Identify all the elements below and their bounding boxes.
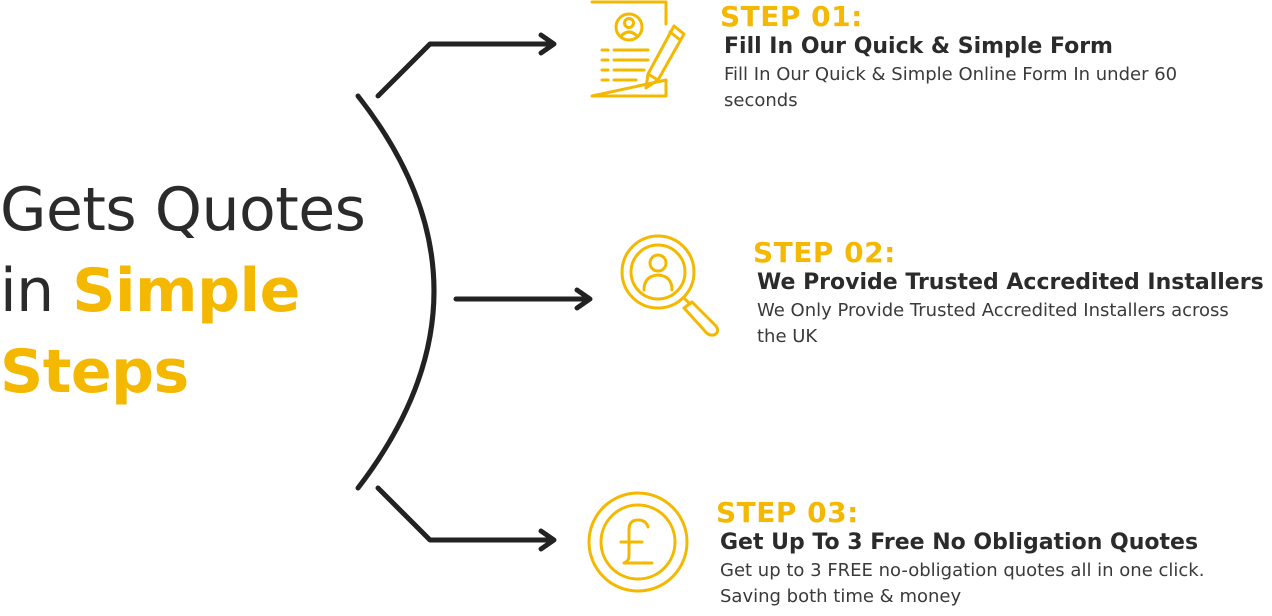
step-3-number: STEP 03: xyxy=(716,496,859,529)
step-1-description: Fill In Our Quick & Simple Online Form I… xyxy=(724,64,1178,111)
step-2-number: STEP 02: xyxy=(753,236,896,269)
arrow-step-1 xyxy=(375,41,555,99)
headline-line-2-plain: in xyxy=(0,256,73,326)
step-2: STEP 02: We Provide Trusted Accredited I… xyxy=(753,238,1268,350)
step-2-title: We Provide Trusted Accredited Installers xyxy=(757,270,1264,295)
magnifier-person-icon xyxy=(620,234,720,337)
headline: Gets Quotes in Simple Steps xyxy=(0,170,366,413)
arrow-head-step-2 xyxy=(574,287,593,311)
step-1-number: STEP 01: xyxy=(720,0,863,33)
arrow-head-step-1 xyxy=(538,32,557,56)
headline-line-1: Gets Quotes xyxy=(0,175,366,245)
step-1: STEP 01: Fill In Our Quick & Simple Form… xyxy=(720,2,1220,114)
headline-accent-steps: Steps xyxy=(0,337,189,407)
arrow-step-3 xyxy=(375,485,555,543)
pound-coin-icon xyxy=(587,491,689,593)
step-3-description: Get up to 3 FREE no-obligation quotes al… xyxy=(720,560,1205,607)
form-pencil-icon xyxy=(590,0,686,98)
headline-line-2: in Simple xyxy=(0,251,365,332)
headline-accent-simple: Simple xyxy=(72,256,300,326)
step-2-description: We Only Provide Trusted Accredited Insta… xyxy=(757,300,1229,347)
step-3: STEP 03: Get Up To 3 Free No Obligation … xyxy=(716,498,1266,610)
step-3-title: Get Up To 3 Free No Obligation Quotes xyxy=(720,530,1199,555)
step-1-title: Fill In Our Quick & Simple Form xyxy=(724,34,1113,59)
arrow-head-step-3 xyxy=(538,528,557,552)
bracket-arc xyxy=(355,93,437,491)
